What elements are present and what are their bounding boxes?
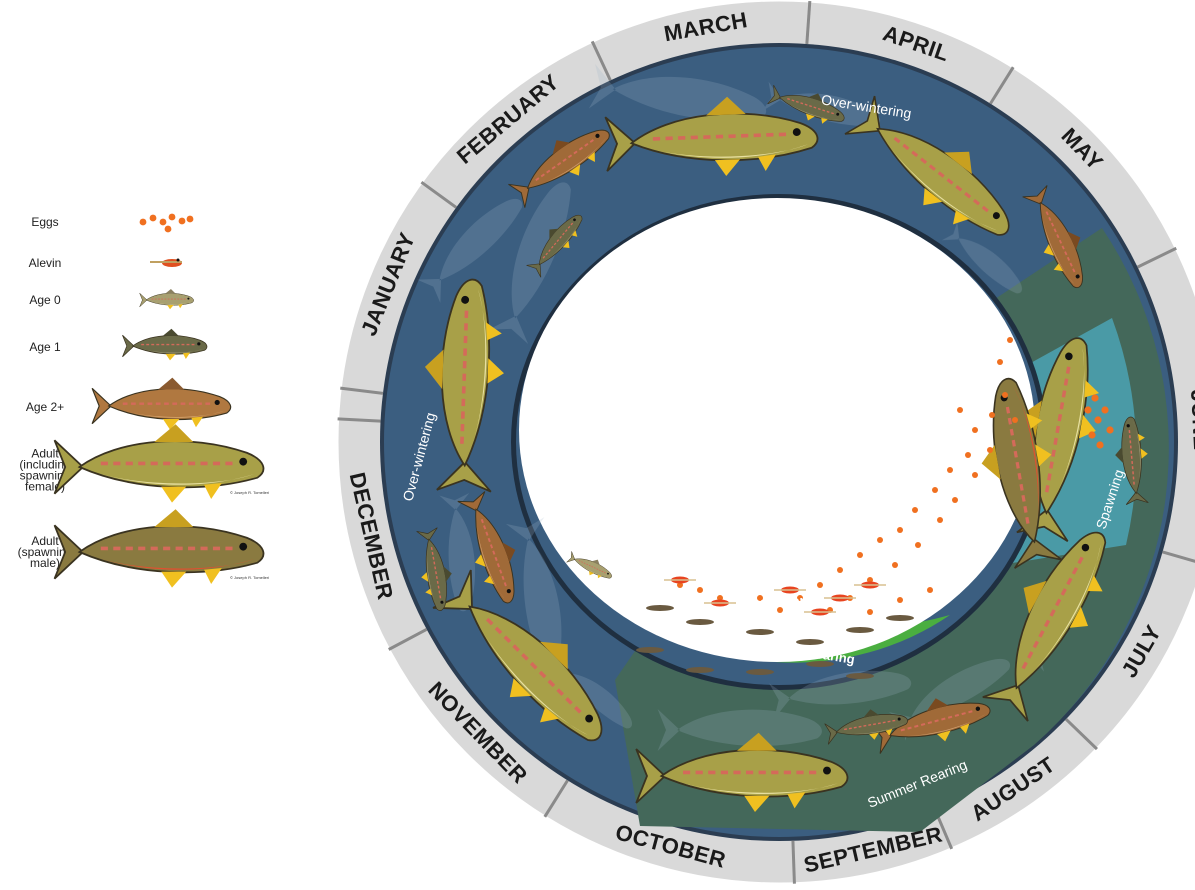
egg-dot bbox=[1002, 392, 1008, 398]
egg-dot bbox=[1101, 406, 1108, 413]
age0-mark bbox=[686, 667, 714, 673]
egg-dot bbox=[897, 527, 903, 533]
egg-icon bbox=[140, 219, 147, 226]
egg-dot bbox=[877, 537, 883, 543]
egg-dot bbox=[1088, 431, 1095, 438]
credit-text: © Joseph R. Tomelleri bbox=[230, 575, 269, 580]
legend-label-age0: Age 0 bbox=[29, 293, 61, 307]
egg-dot bbox=[989, 412, 995, 418]
egg-dot bbox=[912, 507, 918, 513]
egg-dot bbox=[867, 609, 873, 615]
alevin-icon bbox=[150, 259, 182, 268]
age0-mark bbox=[746, 669, 774, 675]
egg-dot bbox=[897, 597, 903, 603]
egg-dot bbox=[857, 552, 863, 558]
egg-dot bbox=[1106, 426, 1113, 433]
egg-dot bbox=[1084, 406, 1091, 413]
legend-label-adult-male: male) bbox=[30, 556, 60, 570]
egg-dot bbox=[915, 542, 921, 548]
legend-label-age1: Age 1 bbox=[29, 340, 61, 354]
egg-dot bbox=[817, 582, 823, 588]
egg-icon bbox=[169, 214, 176, 221]
age0-mark bbox=[746, 629, 774, 635]
credit-text: © Joseph R. Tomelleri bbox=[230, 490, 269, 495]
egg-dot bbox=[932, 487, 938, 493]
legend-label-age2: Age 2+ bbox=[26, 400, 64, 414]
age0-mark bbox=[686, 619, 714, 625]
age0-mark bbox=[846, 627, 874, 633]
egg-dot bbox=[1096, 441, 1103, 448]
age0-mark bbox=[636, 647, 664, 653]
egg-dot bbox=[1094, 416, 1101, 423]
egg-dot bbox=[957, 407, 963, 413]
center-hole bbox=[519, 198, 1035, 662]
egg-dot bbox=[1091, 394, 1098, 401]
legend-label-eggs: Eggs bbox=[31, 215, 58, 229]
egg-dot bbox=[965, 452, 971, 458]
age0-fish-icon bbox=[140, 289, 194, 309]
legend-label-alevin: Alevin bbox=[29, 256, 62, 270]
egg-dot bbox=[927, 587, 933, 593]
egg-dot bbox=[892, 562, 898, 568]
age1-fish-icon bbox=[122, 329, 207, 361]
legend: EggsAlevinAge 0Age 1Age 2+Adult(includin… bbox=[18, 214, 270, 588]
egg-dot bbox=[972, 472, 978, 478]
egg-icon bbox=[150, 215, 157, 222]
egg-dot bbox=[997, 359, 1003, 365]
egg-dot bbox=[937, 517, 943, 523]
egg-dot bbox=[697, 587, 703, 593]
age0-mark bbox=[886, 615, 914, 621]
egg-dot bbox=[1012, 417, 1018, 423]
egg-dot bbox=[1007, 337, 1013, 343]
age0-mark bbox=[846, 673, 874, 679]
egg-icon bbox=[187, 216, 194, 223]
egg-dot bbox=[972, 427, 978, 433]
egg-dot bbox=[952, 497, 958, 503]
egg-icon bbox=[160, 219, 167, 226]
egg-dot bbox=[837, 567, 843, 573]
egg-dot bbox=[947, 467, 953, 473]
age2-fish-icon bbox=[92, 378, 231, 430]
egg-dot bbox=[987, 447, 993, 453]
egg-icon bbox=[179, 218, 186, 225]
egg-icon bbox=[165, 226, 172, 233]
age0-mark bbox=[646, 605, 674, 611]
